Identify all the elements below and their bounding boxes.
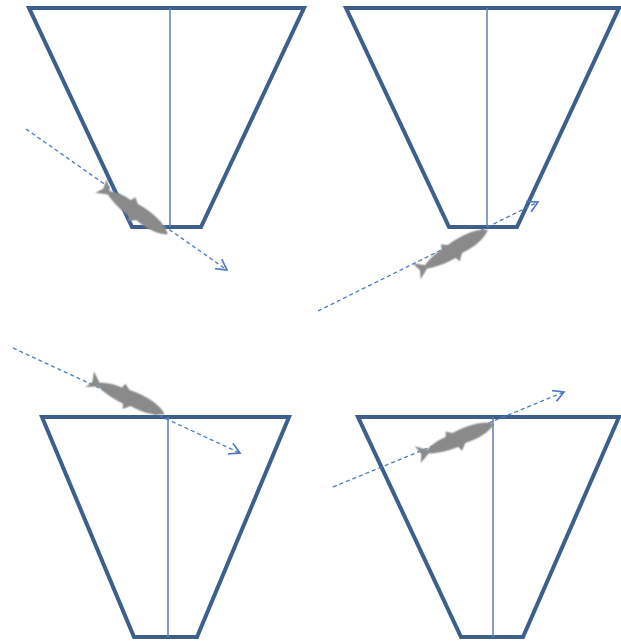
panel-top-left	[26, 8, 304, 270]
trapezoid-outline	[358, 417, 619, 637]
fish-icon	[411, 220, 495, 282]
panel-bottom-left	[13, 348, 289, 637]
trapezoid-outline	[42, 417, 289, 637]
fish-icon	[413, 414, 499, 467]
panel-bottom-right	[333, 392, 619, 637]
panel-top-right	[318, 8, 619, 311]
fish-icon	[93, 177, 174, 245]
trapezoid-outline	[346, 8, 619, 227]
trajectory-arrow	[318, 202, 538, 311]
trapezoid-outline	[29, 8, 304, 227]
